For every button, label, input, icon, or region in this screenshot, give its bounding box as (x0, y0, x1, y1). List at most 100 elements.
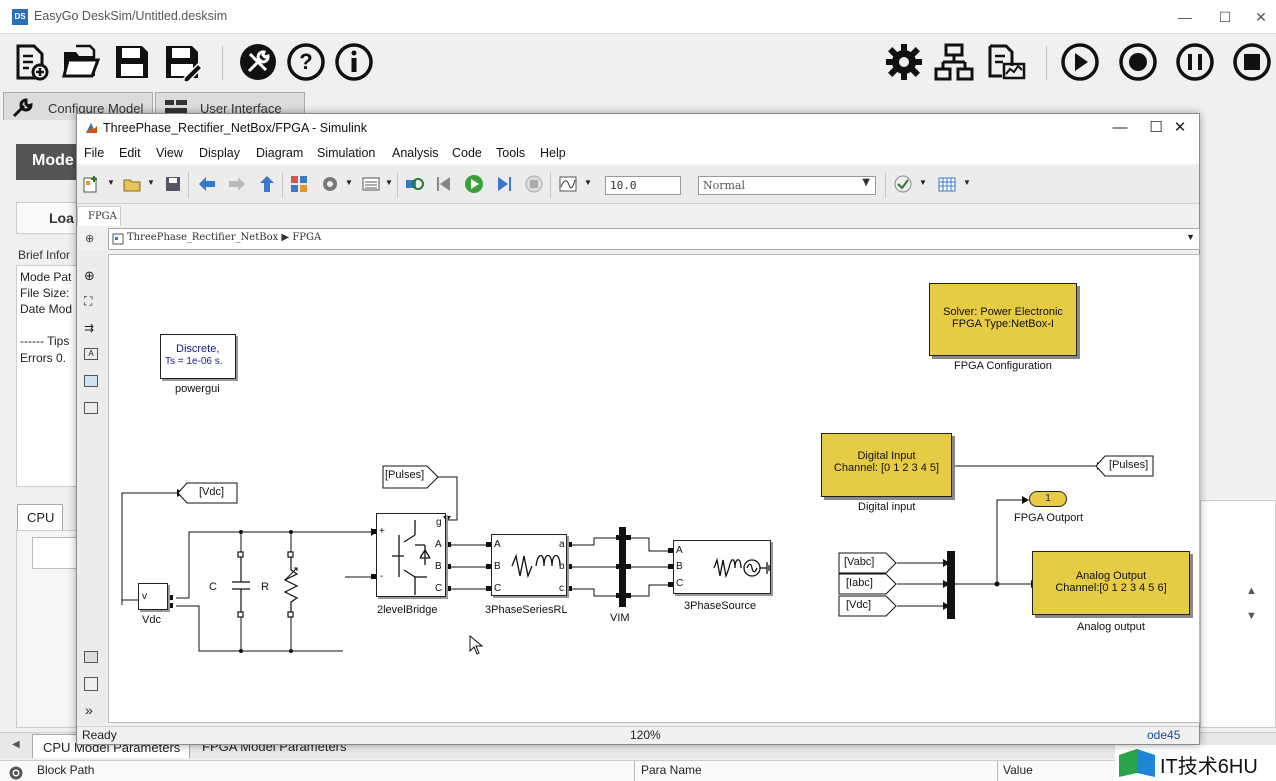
palette (77, 250, 107, 724)
scope-icon[interactable] (558, 174, 578, 194)
dropdown-arrow-icon[interactable]: ▼ (147, 178, 155, 187)
new-file-icon[interactable] (12, 42, 52, 82)
dropdown-arrow-icon[interactable]: ▼ (919, 178, 927, 187)
model-settings-icon[interactable] (320, 174, 340, 194)
rl-port-b-out: b (559, 561, 565, 572)
chevron-down-icon[interactable]: ▼ (1186, 232, 1195, 242)
vdc-measurement-block[interactable] (138, 583, 168, 610)
mode-button[interactable]: Mode (16, 144, 82, 180)
iabc-from-tag[interactable] (838, 573, 898, 595)
dropdown-arrow-icon[interactable]: ▼ (345, 178, 353, 187)
vabc-from-tag[interactable] (838, 552, 898, 574)
dropdown-arrow-icon[interactable]: ▼ (385, 178, 393, 187)
camera-icon[interactable] (84, 651, 98, 663)
app-close-button[interactable]: ✕ (1255, 9, 1267, 25)
gear-icon[interactable] (8, 765, 24, 781)
simulation-mode-select[interactable]: Normal▼ (698, 176, 876, 195)
scroll-up-icon[interactable]: ▲ (1246, 585, 1257, 597)
fit-view-icon[interactable]: ⛶ (84, 294, 93, 308)
annotation-icon[interactable]: A (84, 348, 98, 360)
expand-icon[interactable]: » (85, 702, 93, 718)
breadcrumb-root[interactable]: ThreePhase_Rectifier_NetBox (127, 232, 279, 243)
menu-file[interactable]: File (84, 146, 105, 160)
vdc-from-tag[interactable] (838, 595, 898, 617)
vdc-goto-tag[interactable] (177, 482, 239, 504)
step-forward-icon[interactable] (494, 174, 514, 194)
cpu-button[interactable] (32, 537, 82, 569)
stop-time-input[interactable]: 10.0 (605, 176, 681, 195)
forward-arrow-icon[interactable] (227, 174, 247, 194)
model-advisor-icon[interactable] (893, 174, 913, 194)
three-phase-source-block[interactable] (673, 540, 771, 594)
back-arrow-icon[interactable] (197, 174, 217, 194)
save-model-icon[interactable] (163, 174, 183, 194)
new-model-icon[interactable] (82, 174, 102, 194)
update-diagram-icon[interactable] (404, 174, 424, 194)
load-button[interactable]: Loa (16, 202, 82, 234)
open-folder-icon[interactable] (60, 42, 100, 82)
run-icon[interactable] (1060, 42, 1100, 82)
stop-icon[interactable] (1118, 42, 1158, 82)
model-explorer-icon[interactable] (361, 174, 381, 194)
breadcrumb-current[interactable]: FPGA (292, 232, 322, 243)
simulink-close-button[interactable]: ✕ (1173, 119, 1187, 136)
tools-icon[interactable] (238, 42, 278, 82)
pause-icon[interactable] (1175, 42, 1215, 82)
scroll-left-icon[interactable]: ◀ (12, 739, 20, 750)
network-icon[interactable] (934, 42, 974, 82)
analog-output-block[interactable]: Analog Output Channel:[0 1 2 3 4 5 6] (1032, 551, 1190, 615)
save-icon[interactable] (112, 42, 152, 82)
fpga-outport-block[interactable]: 1 (1029, 491, 1067, 507)
hide-browser-icon[interactable]: ⊕ (85, 233, 95, 245)
simulink-minimize-button[interactable]: — (1112, 119, 1128, 136)
column-value[interactable]: Value (1003, 763, 1033, 777)
two-level-bridge-block[interactable] (376, 513, 446, 597)
diagram-canvas[interactable]: Discrete, Ts = 1e-06 s. powergui Solver:… (108, 254, 1200, 723)
digital-input-block[interactable]: Digital Input Channel: [0 1 2 3 4 5] (821, 433, 952, 497)
menu-simulation[interactable]: Simulation (317, 146, 376, 160)
settings-gear-icon[interactable] (884, 42, 924, 82)
app-maximize-button[interactable]: ☐ (1218, 9, 1232, 25)
menu-edit[interactable]: Edit (119, 146, 141, 160)
tab-fpga[interactable]: FPGA (77, 206, 121, 226)
step-back-icon[interactable] (434, 174, 454, 194)
dropdown-arrow-icon[interactable]: ▼ (107, 178, 115, 187)
pulses-from-tag[interactable] (382, 465, 440, 489)
grid-icon[interactable] (937, 174, 957, 194)
dropdown-arrow-icon[interactable]: ▼ (963, 178, 971, 187)
menu-diagram[interactable]: Diagram (256, 146, 304, 160)
scroll-down-icon[interactable]: ▼ (1246, 610, 1257, 622)
zoom-icon[interactable]: ⊕ (84, 268, 95, 283)
fpga-configuration-block[interactable]: Solver: Power Electronic FPGA Type:NetBo… (929, 283, 1077, 356)
tab-cpu[interactable]: CPU (17, 504, 63, 530)
column-para-name[interactable]: Para Name (641, 763, 702, 777)
powergui-block[interactable] (160, 334, 236, 379)
info-icon[interactable] (334, 42, 374, 82)
menu-analysis[interactable]: Analysis (392, 146, 439, 160)
layers-icon[interactable] (84, 677, 98, 691)
save-as-icon[interactable] (162, 42, 202, 82)
stop-simulation-icon[interactable] (524, 174, 544, 194)
image-icon[interactable] (84, 375, 98, 387)
status-solver[interactable]: ode45 (1147, 728, 1181, 742)
column-block-path[interactable]: Block Path (37, 763, 95, 777)
arrow-right-icon[interactable]: ⇉ (84, 321, 95, 335)
menu-tools[interactable]: Tools (496, 146, 526, 160)
run-simulation-icon[interactable] (464, 174, 484, 194)
menu-view[interactable]: View (156, 146, 183, 160)
simulink-maximize-button[interactable]: ☐ (1149, 119, 1163, 136)
app-minimize-button[interactable]: — (1178, 9, 1192, 25)
help-icon[interactable]: ? (286, 42, 326, 82)
menu-display[interactable]: Display (199, 146, 240, 160)
area-icon[interactable] (84, 402, 98, 414)
series-rl-block[interactable] (491, 534, 567, 596)
dropdown-arrow-icon[interactable]: ▼ (584, 178, 592, 187)
menu-code[interactable]: Code (452, 146, 482, 160)
menu-help[interactable]: Help (540, 146, 566, 160)
report-icon[interactable] (986, 42, 1026, 82)
pulses-goto-tag[interactable] (1095, 455, 1155, 477)
open-model-icon[interactable] (122, 174, 142, 194)
stop-square-icon[interactable] (1232, 42, 1272, 82)
library-browser-icon[interactable] (289, 174, 309, 194)
up-arrow-icon[interactable] (257, 174, 277, 194)
